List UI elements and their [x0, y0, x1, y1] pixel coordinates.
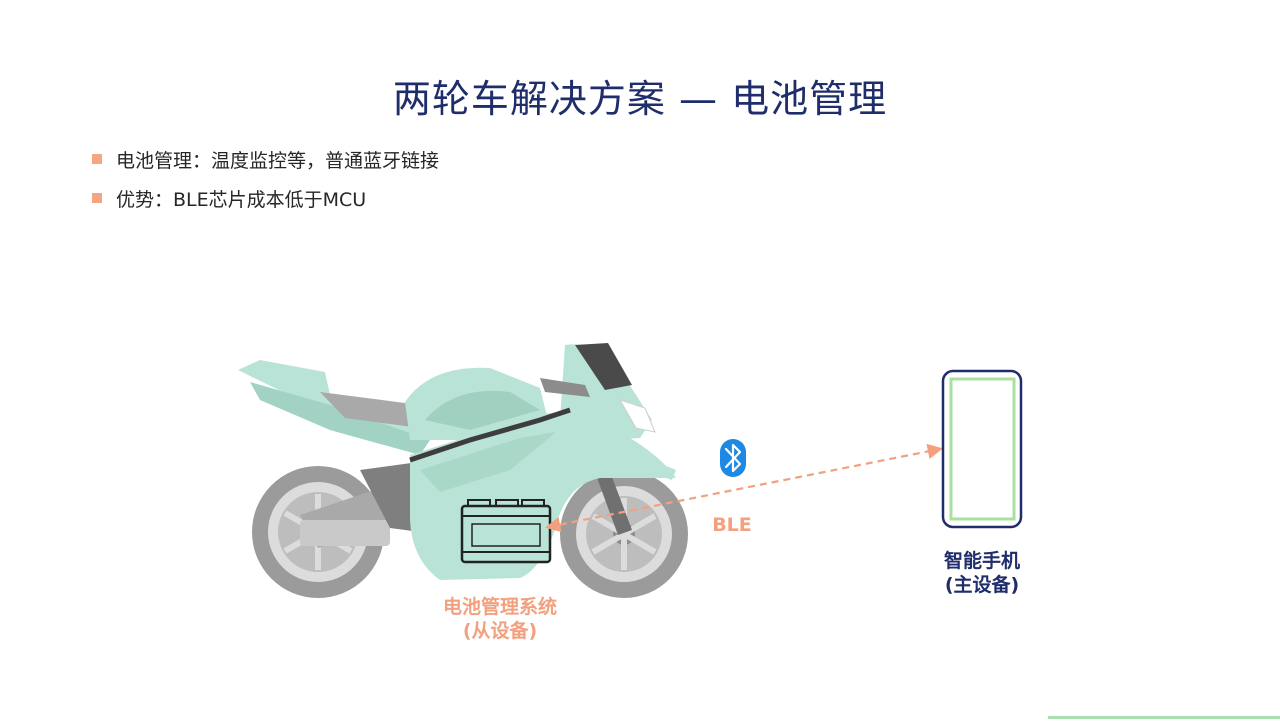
bullet-item: 优势：BLE芯片成本低于MCU [92, 185, 439, 211]
ble-link-label: BLE [712, 514, 752, 536]
battery-icon [460, 499, 552, 564]
bullet-square-icon [92, 154, 102, 164]
bms-label-line1: 电池管理系统 [442, 596, 557, 618]
phone-label-line2: (主设备) [944, 574, 1020, 596]
smartphone-icon [941, 369, 1023, 529]
bms-label-line2: (从设备) [462, 620, 538, 642]
phone-label-line1: 智能手机 [943, 550, 1020, 572]
bms-label: 电池管理系统 (从设备) [410, 595, 590, 643]
ble-link-arrow [544, 443, 944, 533]
footer-accent-line [1048, 716, 1280, 719]
bullet-text: 优势：BLE芯片成本低于MCU [116, 188, 367, 211]
bullet-item: 电池管理：温度监控等，普通蓝牙链接 [92, 146, 439, 172]
bluetooth-icon [720, 439, 746, 477]
bullet-square-icon [92, 193, 102, 203]
slide-title: 两轮车解决方案 — 电池管理 [392, 77, 888, 121]
phone-label: 智能手机 (主设备) [902, 549, 1062, 597]
bullet-list: 电池管理：温度监控等，普通蓝牙链接 优势：BLE芯片成本低于MCU [92, 146, 439, 224]
bullet-text: 电池管理：温度监控等，普通蓝牙链接 [116, 149, 440, 172]
